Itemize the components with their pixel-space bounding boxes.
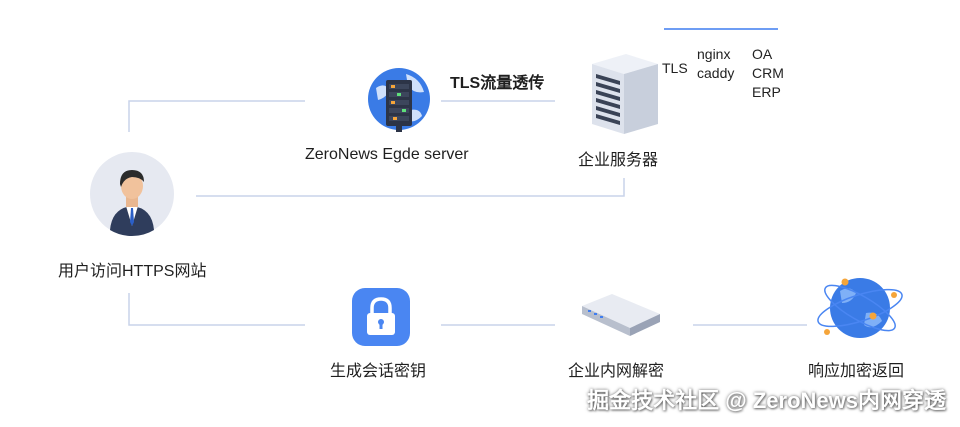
tls-passthrough-label: TLS流量透传 [450,75,545,92]
gen-session-key-label: 生成会话密钥 [330,363,427,380]
stack-app-oa: OA [752,46,773,62]
globe-server-icon [362,64,436,138]
network-appliance-icon [578,292,662,340]
stack-tls-text: TLS [662,60,688,76]
stack-proxy-caddy: caddy [697,65,735,81]
watermark: 掘金技术社区 @ ZeroNews内网穿透 [587,388,946,413]
intranet-decrypt-label: 企业内网解密 [568,363,665,380]
stack-proxy-nginx: nginx [697,46,731,62]
stack-app-erp: ERP [752,84,781,100]
padlock-icon [352,288,410,346]
edge-server-label: ZeroNews Egde server [305,146,469,163]
response-return-label: 响应加密返回 [808,363,905,380]
user-access-label: 用户访问HTTPS网站 [58,263,207,280]
enterprise-server-label: 企业服务器 [578,152,659,169]
user-avatar-icon [90,152,174,236]
stack-app-crm: CRM [752,65,784,81]
server-rack-icon [586,50,662,136]
orbit-globe-icon [814,273,906,343]
